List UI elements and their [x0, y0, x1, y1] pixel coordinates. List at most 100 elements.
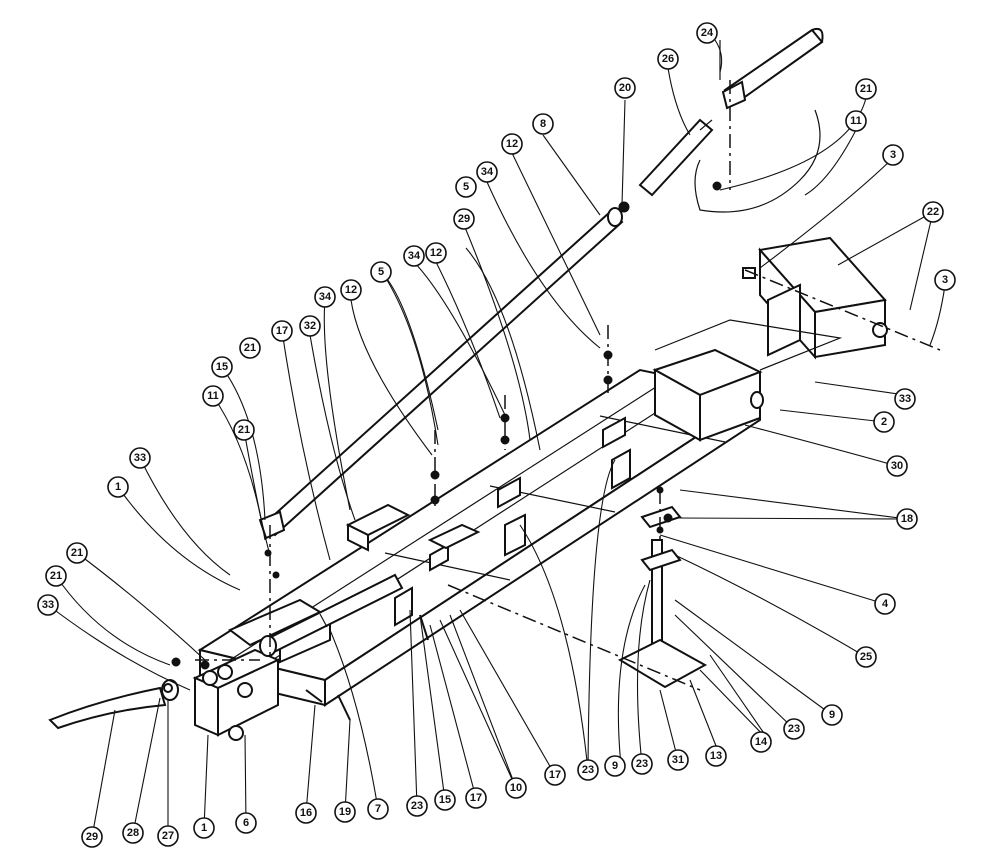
callout-4: 4 [874, 593, 896, 615]
svg-text:13: 13 [710, 750, 722, 762]
svg-text:33: 33 [42, 599, 54, 611]
callout-3: 3 [934, 269, 956, 291]
callout-5: 5 [455, 176, 477, 198]
svg-text:23: 23 [411, 800, 423, 812]
svg-text:29: 29 [86, 831, 98, 843]
svg-text:31: 31 [672, 754, 684, 766]
callout-3: 3 [882, 144, 904, 166]
svg-text:23: 23 [788, 723, 800, 735]
svg-text:16: 16 [300, 807, 312, 819]
callout-22: 22 [922, 201, 944, 223]
callout-21: 21 [233, 419, 255, 441]
svg-text:28: 28 [127, 827, 139, 839]
svg-text:34: 34 [481, 166, 494, 178]
callouts: 24 26 20 8 12 21 11 3 34 5 29 22 3 12 34… [37, 22, 956, 848]
svg-text:12: 12 [506, 138, 518, 150]
callout-24: 24 [696, 22, 718, 44]
callout-2: 2 [873, 411, 895, 433]
callout-21: 21 [239, 337, 261, 359]
svg-text:26: 26 [662, 53, 674, 65]
svg-text:22: 22 [927, 206, 939, 218]
callout-10: 10 [505, 777, 527, 799]
callout-20: 20 [614, 77, 636, 99]
callout-21: 21 [855, 78, 877, 100]
svg-text:4: 4 [882, 598, 889, 610]
hose-parts [48, 679, 179, 730]
callout-23: 23 [783, 718, 805, 740]
callout-17: 17 [271, 320, 293, 342]
svg-text:3: 3 [942, 274, 948, 286]
svg-text:1: 1 [201, 822, 207, 834]
svg-text:33: 33 [134, 452, 146, 464]
svg-text:23: 23 [582, 764, 594, 776]
callout-26: 26 [657, 48, 679, 70]
rear-housing [742, 236, 888, 360]
callout-17: 17 [544, 764, 566, 786]
centerlines [195, 80, 941, 691]
svg-text:15: 15 [216, 361, 228, 373]
callout-17: 17 [465, 787, 487, 809]
callout-29: 29 [453, 208, 475, 230]
callout-1: 1 [107, 476, 129, 498]
small-plates [345, 503, 481, 552]
svg-text:11: 11 [207, 390, 219, 402]
callout-9: 9 [821, 704, 843, 726]
callout-34: 34 [314, 286, 336, 308]
svg-text:17: 17 [276, 325, 288, 337]
callout-1: 1 [193, 817, 215, 839]
svg-text:25: 25 [860, 651, 872, 663]
callout-12: 12 [340, 279, 362, 301]
top-bracket [694, 27, 824, 213]
svg-text:21: 21 [50, 570, 62, 582]
callout-34: 34 [403, 245, 425, 267]
svg-text:19: 19 [339, 806, 351, 818]
callout-29: 29 [81, 826, 103, 848]
long-arm [258, 207, 624, 540]
svg-text:6: 6 [243, 817, 249, 829]
svg-text:34: 34 [408, 250, 421, 262]
callout-16: 16 [295, 802, 317, 824]
callout-34: 34 [476, 161, 498, 183]
callout-6: 6 [235, 812, 257, 834]
svg-text:17: 17 [549, 769, 561, 781]
callout-8: 8 [532, 113, 554, 135]
svg-text:9: 9 [829, 709, 835, 721]
callout-27: 27 [157, 825, 179, 847]
callout-18: 18 [896, 508, 918, 530]
callout-15: 15 [434, 789, 456, 811]
svg-text:17: 17 [470, 792, 482, 804]
callout-33: 33 [37, 594, 59, 616]
vertical-post [617, 486, 708, 689]
callout-25: 25 [855, 646, 877, 668]
callout-19: 19 [334, 801, 356, 823]
svg-text:1: 1 [115, 481, 121, 493]
callout-9: 9 [604, 755, 626, 777]
callout-7: 7 [367, 798, 389, 820]
svg-text:34: 34 [319, 291, 332, 303]
callout-23: 23 [577, 759, 599, 781]
svg-text:23: 23 [636, 758, 648, 770]
callout-30: 30 [886, 455, 908, 477]
hardware-pins [171, 350, 613, 721]
svg-text:9: 9 [612, 760, 618, 772]
svg-text:21: 21 [238, 424, 250, 436]
leader-lines [47, 39, 946, 838]
svg-text:30: 30 [891, 460, 903, 472]
svg-text:24: 24 [701, 27, 714, 39]
callout-21: 21 [66, 542, 88, 564]
svg-text:21: 21 [244, 342, 256, 354]
svg-text:15: 15 [439, 794, 451, 806]
callout-13: 13 [705, 745, 727, 767]
callout-11: 11 [845, 110, 867, 132]
svg-text:7: 7 [375, 803, 381, 815]
callout-15: 15 [211, 356, 233, 378]
svg-text:5: 5 [463, 181, 469, 193]
svg-text:12: 12 [345, 284, 357, 296]
callout-11: 11 [202, 385, 224, 407]
svg-text:5: 5 [378, 266, 384, 278]
lift-cylinder [259, 573, 404, 657]
callout-14: 14 [750, 731, 772, 753]
callout-31: 31 [667, 749, 689, 771]
callout-33: 33 [894, 388, 916, 410]
svg-text:29: 29 [458, 213, 470, 225]
